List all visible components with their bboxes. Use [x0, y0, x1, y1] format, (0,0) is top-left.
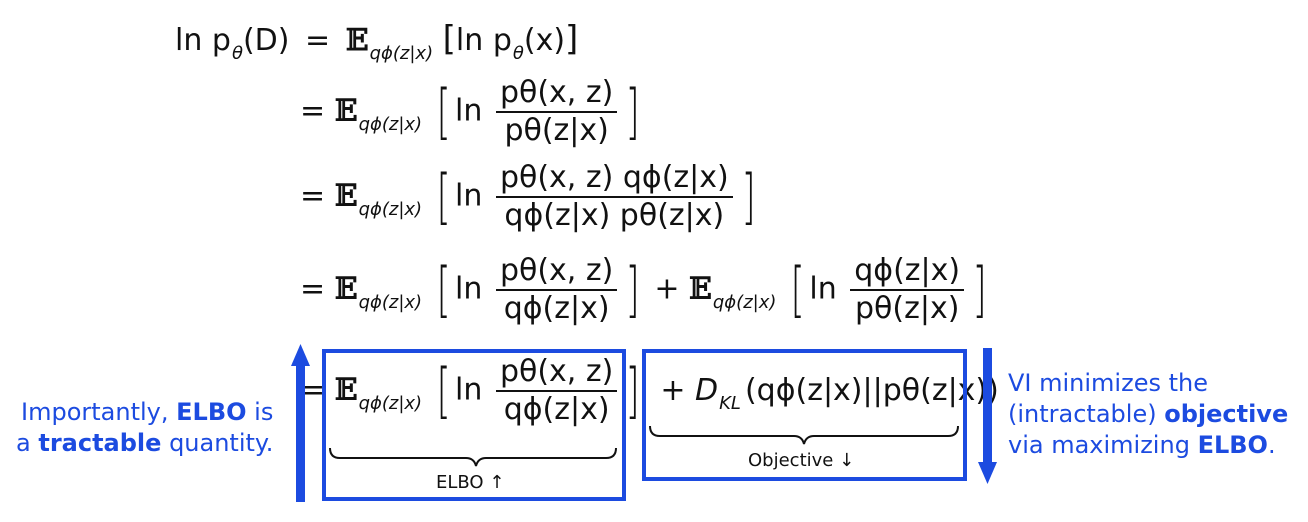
equation-line-1: ln pθ(D) = 𝔼qϕ(z|x) [ln pθ(x)]: [175, 19, 579, 64]
equation-line-2: = 𝔼qϕ(z|x) [ln pθ(x, z)pθ(z|x)]: [300, 75, 641, 148]
right-note: VI minimizes the (intractable) objective…: [1008, 369, 1289, 459]
equation-line-3: = 𝔼qϕ(z|x) [ln pθ(x, z) qϕ(z|x)qϕ(z|x) p…: [300, 160, 756, 233]
elbo-label: ELBO ↑: [436, 472, 505, 493]
left-note: Importantly, ELBO is a tractable quantit…: [16, 398, 274, 457]
lhs: ln pθ(D): [175, 23, 290, 64]
fraction: pθ(x, z)qϕ(z|x): [495, 357, 618, 425]
fraction: pθ(x, z) qϕ(z|x)qϕ(z|x) pθ(z|x): [495, 163, 733, 231]
objective-box: [642, 349, 967, 481]
up-arrow: [291, 344, 310, 502]
equation-line-5: = 𝔼qϕ(z|x) [ln pθ(x, z)qϕ(z|x)] + DKL(qϕ…: [300, 354, 999, 427]
fraction: pθ(x, z)qϕ(z|x): [495, 256, 618, 324]
kl-divergence: DKL(qϕ(z|x)||pθ(z|x)): [695, 372, 999, 414]
fraction: pθ(x, z)pθ(z|x): [495, 78, 618, 146]
down-arrow: [978, 348, 997, 484]
fraction: qϕ(z|x)pθ(z|x): [850, 256, 965, 324]
elbo-brace: [329, 447, 617, 467]
objective-label: Objective ↓: [748, 450, 855, 471]
elbo-box: [322, 349, 626, 501]
equation-line-4: = 𝔼qϕ(z|x) [ln pθ(x, z)qϕ(z|x)] + 𝔼qϕ(z|…: [300, 253, 987, 326]
objective-brace: [649, 425, 959, 445]
